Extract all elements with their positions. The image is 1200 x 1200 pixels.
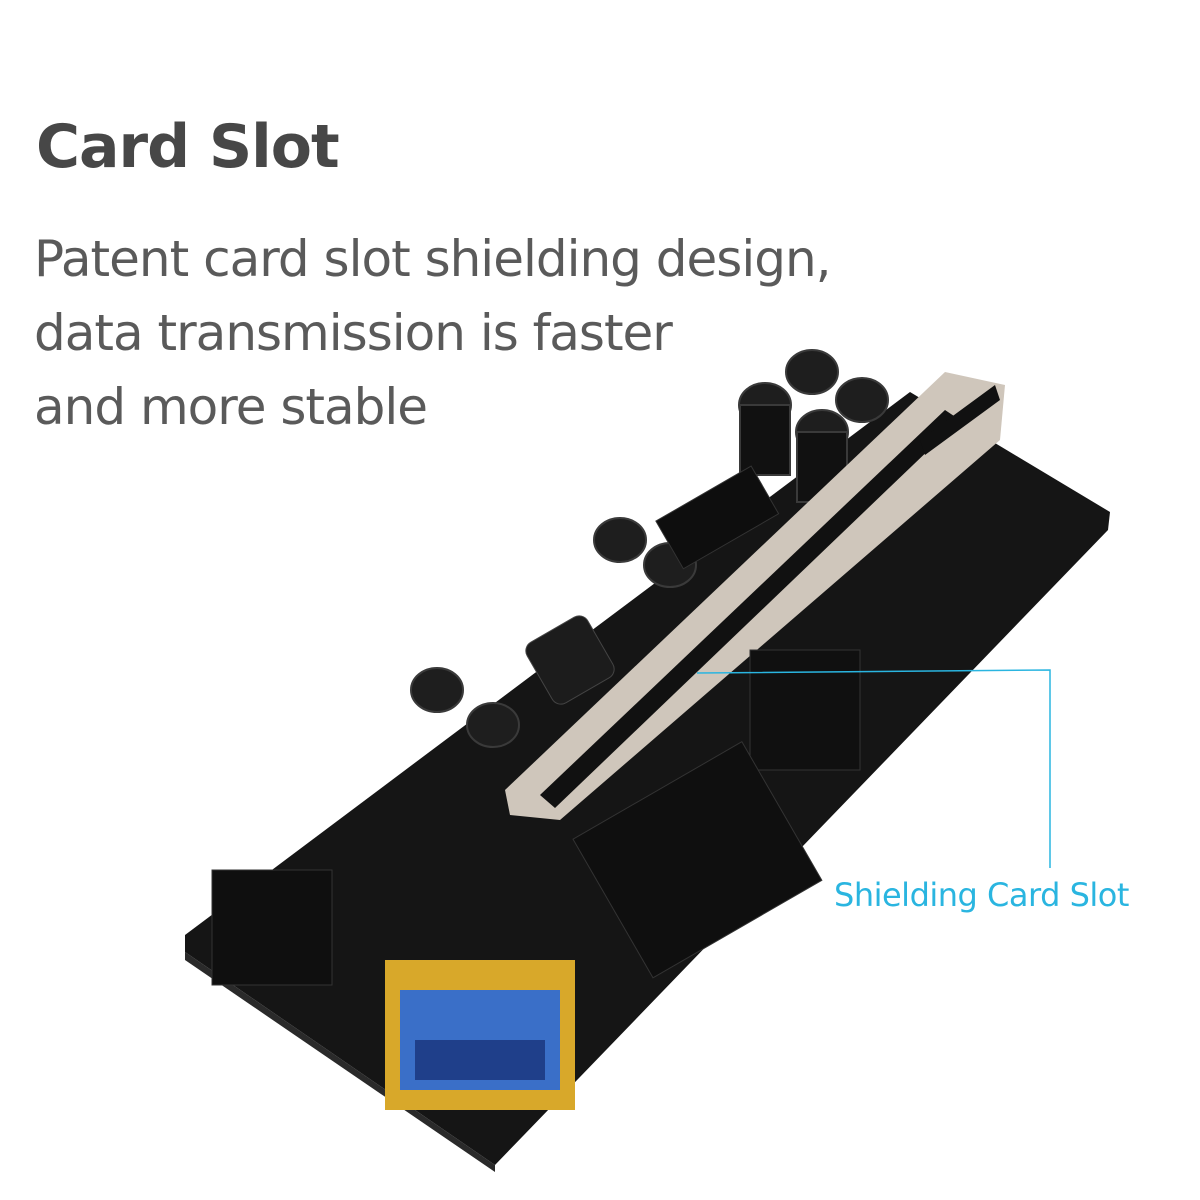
description-line: and more stable (34, 378, 428, 436)
callout-label: Shielding Card Slot (834, 876, 1129, 914)
capacitors (410, 349, 889, 748)
inductor (525, 615, 615, 705)
pcie-slot (505, 372, 1005, 820)
feature-description: Patent card slot shielding design, data … (34, 222, 934, 444)
callout-line (696, 669, 1051, 868)
power-connector (749, 649, 861, 771)
feature-heading: Card Slot (36, 112, 340, 182)
description-line: data transmission is faster (34, 304, 673, 362)
description-line: Patent card slot shielding design, (34, 230, 832, 288)
regulator (655, 465, 780, 570)
molex-connector (572, 741, 823, 979)
power-connector (211, 869, 333, 986)
usb-port (385, 960, 575, 1110)
